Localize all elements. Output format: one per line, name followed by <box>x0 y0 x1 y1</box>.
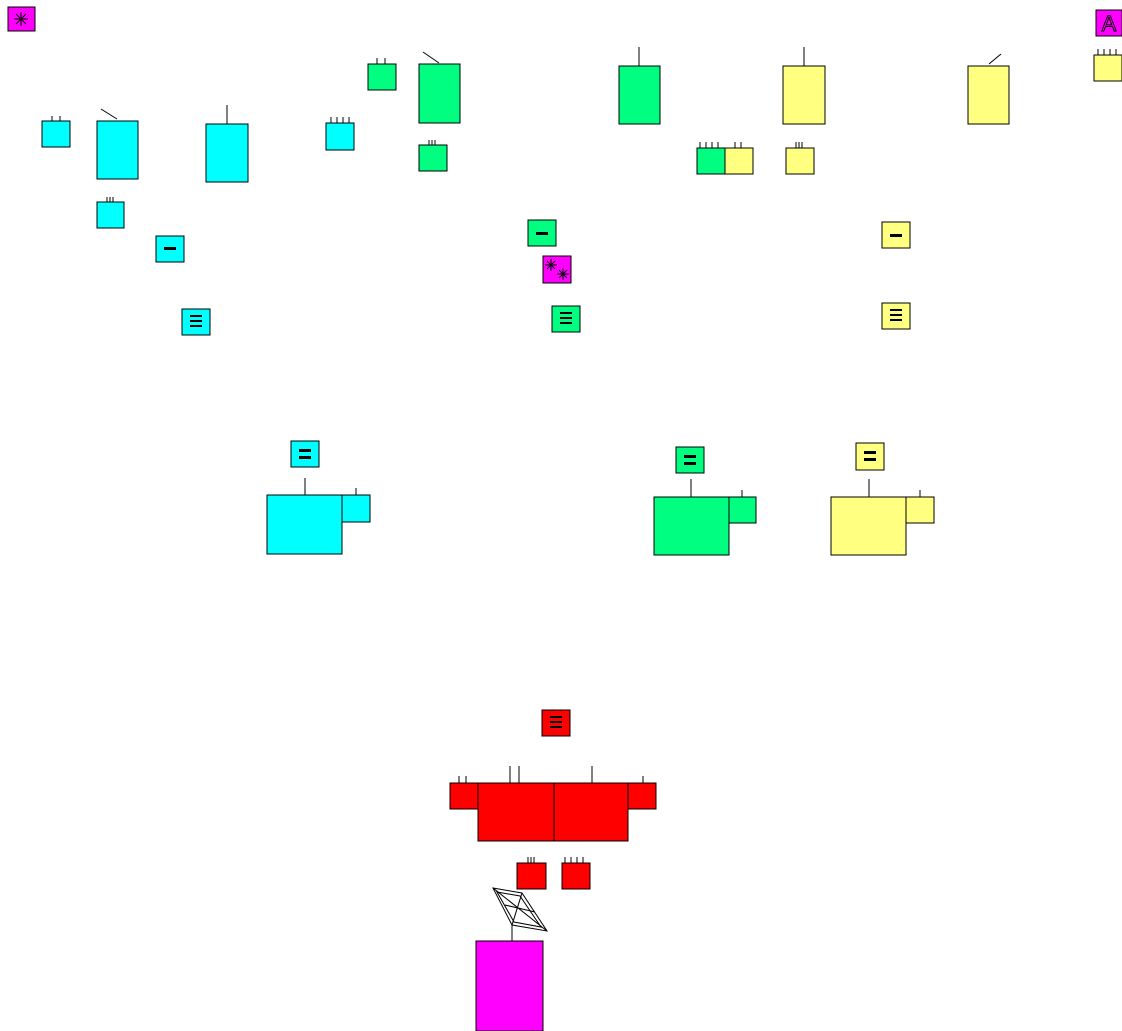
star-icon[interactable] <box>8 7 35 31</box>
triple-bar-icon[interactable] <box>552 306 580 332</box>
yellow-small-unit[interactable] <box>1094 49 1122 81</box>
cyan-small-unit[interactable] <box>97 197 124 228</box>
green-tall-unit[interactable] <box>419 52 460 123</box>
double-bar-icon[interactable] <box>676 447 704 473</box>
green-units <box>368 47 756 555</box>
yellow-small-unit[interactable] <box>786 142 814 174</box>
satellite-icon[interactable] <box>493 888 547 941</box>
red-small-unit[interactable] <box>517 857 546 889</box>
cyan-units <box>42 105 370 554</box>
triple-bar-icon[interactable] <box>182 309 210 335</box>
letter-a-icon[interactable]: A <box>1096 10 1122 36</box>
sparkle-icon[interactable] <box>543 256 571 283</box>
red-base[interactable] <box>450 766 656 841</box>
green-small-unit[interactable] <box>368 58 396 90</box>
cyan-small-unit[interactable] <box>42 116 70 147</box>
red-units <box>450 710 656 889</box>
single-bar-icon[interactable] <box>156 236 184 262</box>
magenta-structure[interactable] <box>476 941 543 1031</box>
green-base[interactable] <box>654 479 756 555</box>
green-small-unit[interactable] <box>697 142 725 174</box>
triple-bar-icon[interactable] <box>542 710 570 736</box>
double-bar-icon[interactable] <box>856 443 884 470</box>
yellow-tall-unit[interactable] <box>968 54 1009 124</box>
green-small-unit[interactable] <box>419 140 447 171</box>
single-bar-icon[interactable] <box>528 220 556 246</box>
red-small-unit[interactable] <box>562 857 590 889</box>
yellow-tall-unit[interactable] <box>783 47 825 124</box>
yellow-units <box>725 47 1122 555</box>
letter-a-label: A <box>1102 11 1117 36</box>
cyan-tall-unit[interactable] <box>97 109 138 179</box>
cyan-tall-unit[interactable] <box>206 105 248 182</box>
cyan-base[interactable] <box>267 478 370 554</box>
yellow-base[interactable] <box>831 479 934 555</box>
yellow-small-unit[interactable] <box>725 142 753 174</box>
cyan-small-unit[interactable] <box>326 117 354 150</box>
double-bar-icon[interactable] <box>291 441 319 467</box>
green-tall-unit[interactable] <box>619 47 660 124</box>
single-bar-icon[interactable] <box>882 222 910 248</box>
triple-bar-icon[interactable] <box>882 303 910 329</box>
